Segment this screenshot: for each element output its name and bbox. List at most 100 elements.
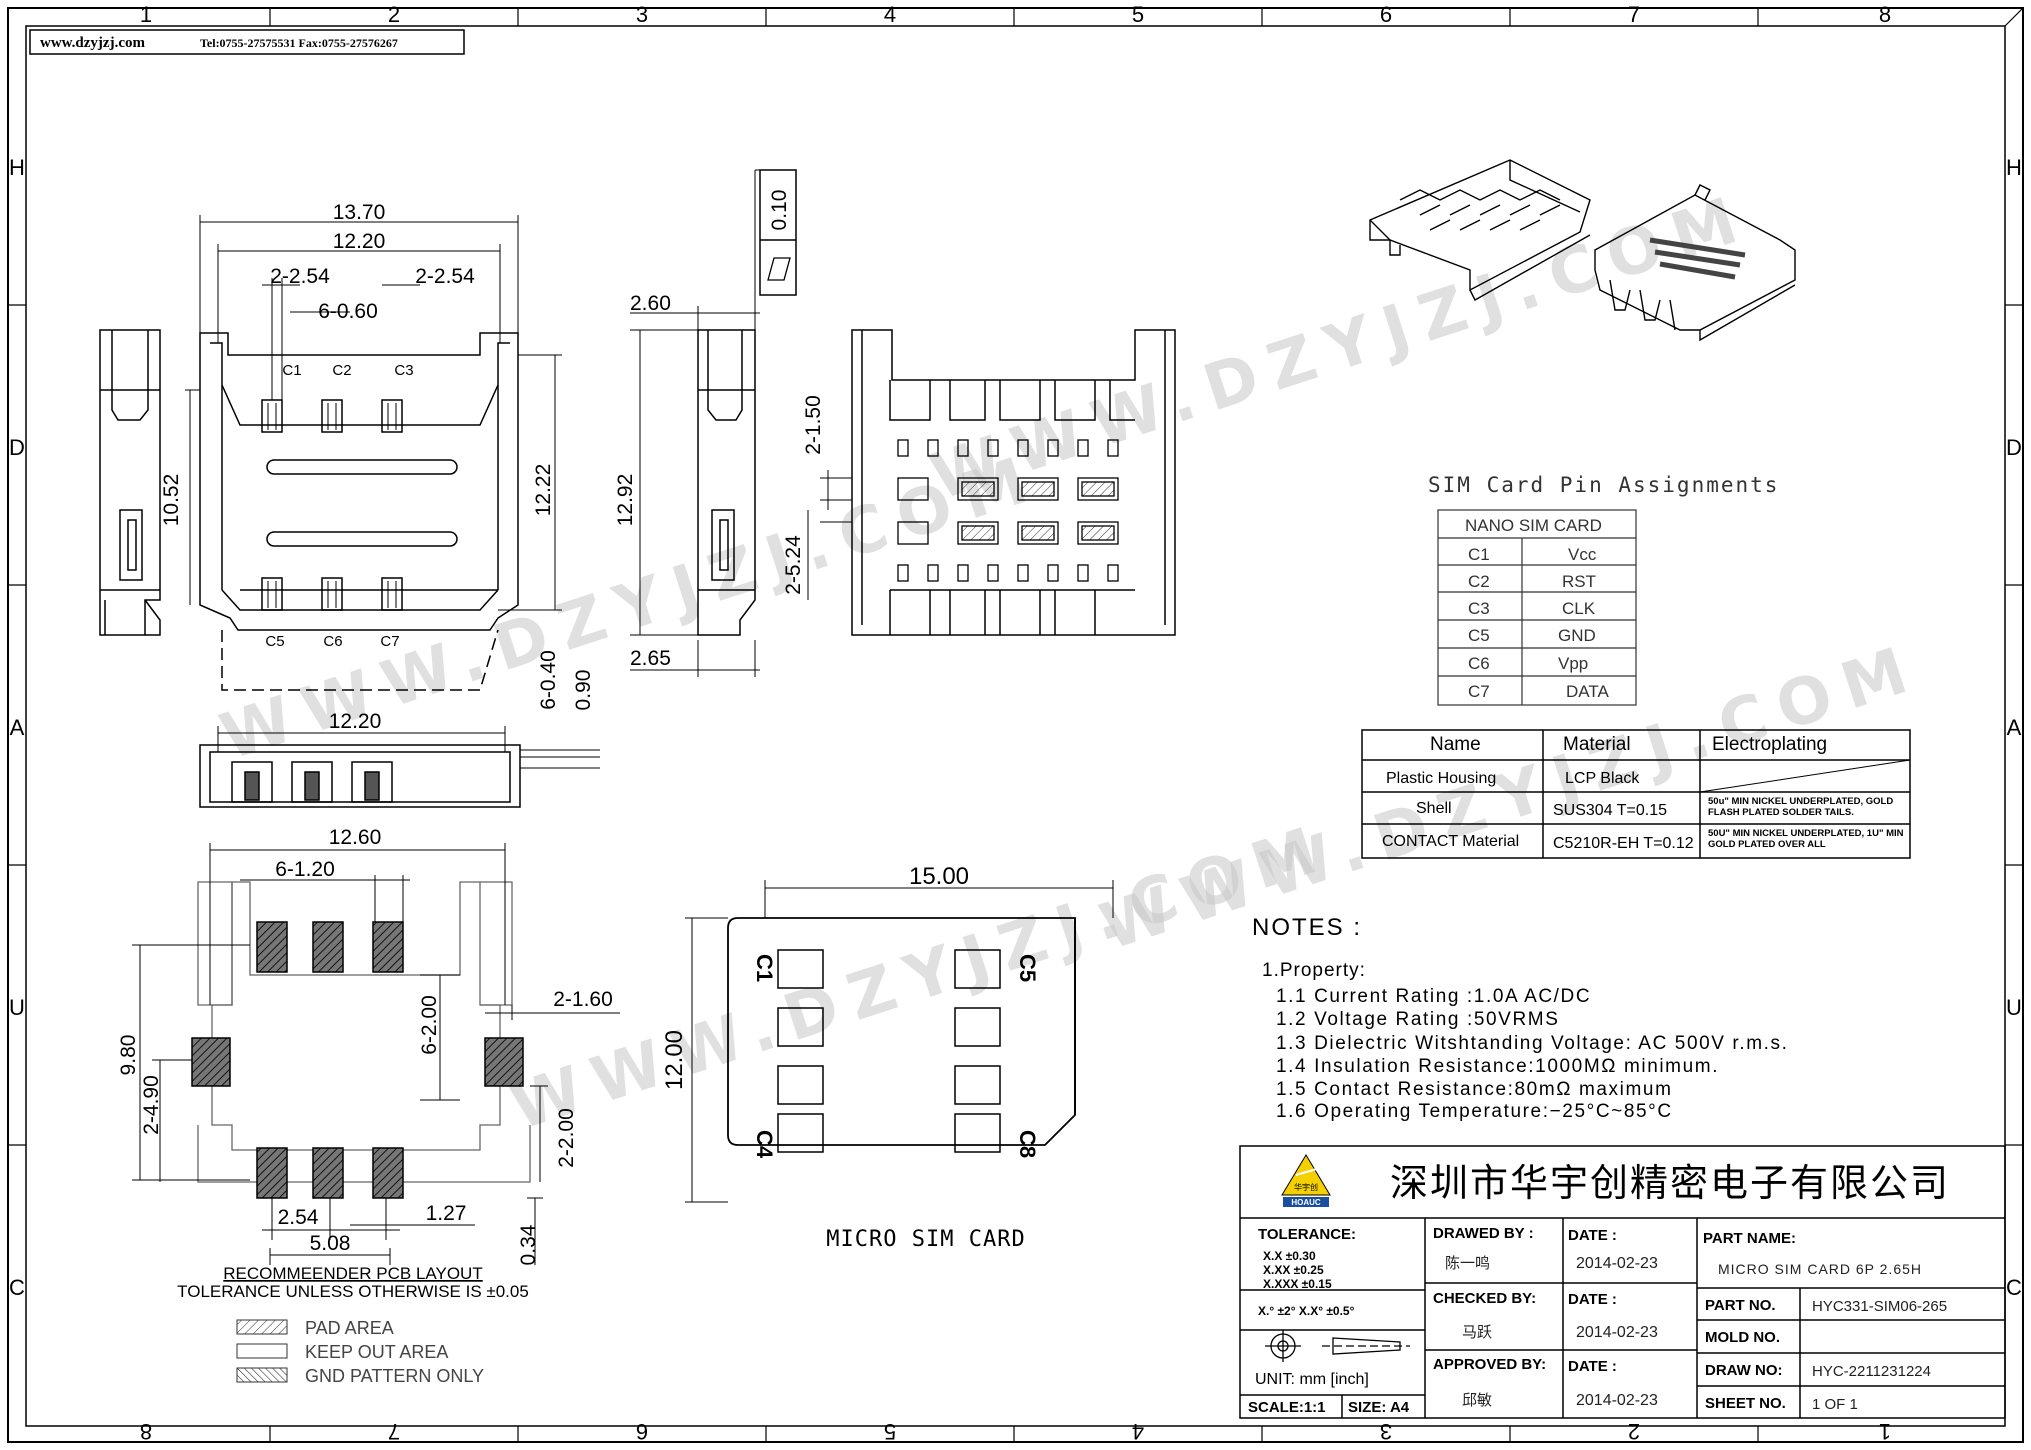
dim-6-2-00: 6-2.00	[418, 995, 441, 1055]
top-number-1: 1	[140, 2, 152, 27]
pcb-tolerance-note: TOLERANCE UNLESS OTHERWISE IS ±0.05	[177, 1282, 529, 1301]
pin-row-1-pin: C1	[1468, 545, 1490, 564]
front-view	[199, 726, 600, 808]
part-no-value: HYC331-SIM06-265	[1812, 1298, 1947, 1315]
watermark: WWW.DZYJZJ.COM WWW.DZYJZJ.COM WWW.DZYJZJ…	[212, 180, 1929, 1145]
title-block: 华宇创 HOAUC 深圳市华宇创精密电子有限公司 TOLERANCE: X.X …	[1239, 1145, 2006, 1419]
logo-text: HOAUC	[1291, 1198, 1321, 1207]
tolerance-label: TOLERANCE:	[1258, 1226, 1356, 1243]
isometric-views	[1369, 159, 1796, 342]
left-letter-d: D	[9, 435, 25, 460]
projection-symbol-icon	[1265, 1330, 1410, 1362]
pin-row-4-signal: GND	[1558, 626, 1596, 645]
notes-heading: 1.Property:	[1262, 960, 1366, 981]
dim-13-70: 13.70	[333, 201, 386, 224]
sim-contact-c8: C8	[1015, 1130, 1040, 1158]
front-view-dim-12-20: 12.20	[329, 710, 382, 733]
contact-text: Tel:0755-27575531 Fax:0755-27576267	[200, 36, 398, 50]
pin-assignments: SIM Card Pin Assignments NANO SIM CARD C…	[1428, 473, 1779, 706]
dim-2-1-50: 2-1.50	[802, 395, 825, 455]
material-header-material: Material	[1563, 734, 1631, 755]
material-table: Name Material Electroplating Plastic Hou…	[1361, 729, 1911, 859]
legend-keepout-swatch	[236, 1343, 288, 1359]
pin-row-4-pin: C5	[1468, 626, 1490, 645]
dim-5-08: 5.08	[310, 1232, 351, 1255]
pcb-legend: PAD AREA KEEP OUT AREA GND PATTERN ONLY	[236, 1318, 484, 1386]
iso-view-top	[1594, 184, 1796, 342]
flatness-value: 0.10	[768, 190, 791, 231]
header-contact: www.dzyjzj.com Tel:0755-27575531 Fax:075…	[29, 29, 465, 55]
dim-10-52: 10.52	[160, 474, 183, 527]
legend-pad-swatch	[236, 1319, 288, 1335]
tolerance-3: X.XXX ±0.15	[1263, 1277, 1332, 1291]
date-label-approved: DATE :	[1568, 1358, 1617, 1375]
sim-card-label: MICRO SIM CARD	[826, 1227, 1025, 1252]
dim-12-92: 12.92	[614, 474, 637, 527]
bottom-number-5: 5	[884, 1419, 896, 1444]
tolerance-2: X.XX ±0.25	[1263, 1263, 1324, 1277]
drawn-by-name: 陈一鸣	[1445, 1254, 1490, 1272]
left-letter-u: U	[9, 995, 25, 1020]
drawn-by-label: DRAWED BY :	[1433, 1225, 1534, 1242]
dim-6-0-40: 6-0.40	[537, 650, 560, 710]
right-letter-u: U	[2006, 995, 2022, 1020]
material-row-2-plating-box: 50u" MIN NICKEL UNDERPLATED, GOLD FLASH …	[1708, 796, 1894, 818]
pcb-pads	[191, 921, 524, 1199]
checked-by-name: 马跃	[1462, 1324, 1492, 1341]
pin-row-5-signal: Vpp	[1558, 654, 1588, 673]
pin-assignments-title: SIM Card Pin Assignments	[1428, 473, 1779, 497]
bottom-number-1: 1	[1879, 1419, 1891, 1444]
dim-6-1-20: 6-1.20	[275, 858, 335, 881]
material-row-2-material: SUS304 T=0.15	[1553, 802, 1667, 819]
sim-contact-c1: C1	[752, 954, 777, 982]
sheet-no-label: SHEET NO.	[1705, 1395, 1786, 1412]
material-row-2-plating: 50u" MIN NICKEL UNDERPLATED, GOLD FLASH …	[1708, 796, 1894, 818]
notes-title: NOTES :	[1252, 914, 1362, 941]
material-row-3-plating: 50U" MIN NICKEL UNDERPLATED, 1U" MIN GOL…	[1708, 828, 1904, 850]
bottom-number-2: 2	[1628, 1419, 1640, 1444]
pin-row-5-pin: C6	[1468, 654, 1490, 673]
top-view-dims: 13.70 12.20 2-2.54 2-2.54 6-0.60 10.52 1…	[160, 201, 595, 710]
contact-label-c1: C1	[282, 362, 301, 379]
scale-label: SCALE:1:1	[1248, 1399, 1326, 1416]
contact-label-c5: C5	[265, 633, 284, 650]
unit-label: UNIT: mm [inch]	[1255, 1371, 1369, 1388]
material-row-1-name: Plastic Housing	[1386, 770, 1496, 787]
contact-label-c6: C6	[323, 633, 342, 650]
pin-row-6-pin: C7	[1468, 682, 1490, 701]
bottom-number-3: 3	[1380, 1419, 1392, 1444]
sim-contact-c5: C5	[1015, 954, 1040, 982]
sim-dim-12-00: 12.00	[661, 1030, 688, 1090]
tolerance-angles: X.° ±2° X.X° ±0.5°	[1258, 1304, 1355, 1318]
date-label-drawn: DATE :	[1568, 1227, 1617, 1244]
dim-2-2-00: 2-2.00	[555, 1108, 578, 1168]
dim-12-22: 12.22	[532, 464, 555, 517]
part-name-label: PART NAME:	[1703, 1230, 1796, 1247]
company-name: 深圳市华宇创精密电子有限公司	[1390, 1163, 1950, 1205]
right-letter-c: C	[2006, 1275, 2022, 1300]
bottom-view-dims: 2-1.50 2-5.24	[782, 395, 825, 595]
frame-labels: 1 2 3 4 5 6 7 8 8 7 6 5 4 3 2 1 H D A U …	[9, 2, 2022, 1444]
pin-row-1-signal: Vcc	[1568, 545, 1597, 564]
part-no-label: PART NO.	[1705, 1297, 1776, 1314]
sheet-no-value: 1 OF 1	[1812, 1396, 1858, 1413]
dim-2-5-24: 2-5.24	[782, 535, 805, 595]
drawing-frame	[7, 7, 2024, 1443]
tolerance-1: X.X ±0.30	[1263, 1249, 1316, 1263]
legend-pad-label: PAD AREA	[305, 1318, 394, 1338]
legend-gnd-swatch	[236, 1367, 288, 1383]
pcb-layout-dims: 12.60 6-1.20 2-1.60 9.80 2-4.90 6-2.00 2…	[117, 826, 613, 1265]
top-number-7: 7	[1628, 2, 1640, 27]
right-letter-d: D	[2006, 435, 2022, 460]
legend-gnd-label: GND PATTERN ONLY	[305, 1366, 484, 1386]
dim-1-27: 1.27	[426, 1202, 467, 1225]
dim-2-1-60: 2-1.60	[553, 988, 613, 1011]
dim-6-0-60: 6-0.60	[318, 300, 378, 323]
material-row-3-material: C5210R-EH T=0.12	[1553, 835, 1694, 852]
bottom-view	[807, 329, 1176, 636]
dim-2-65: 2.65	[630, 647, 671, 670]
pcb-caption: RECOMMEENDER PCB LAYOUT TOLERANCE UNLESS…	[177, 1264, 529, 1301]
dim-2-4-90: 2-4.90	[140, 1075, 163, 1135]
pcb-layout-title: RECOMMEENDER PCB LAYOUT	[223, 1264, 482, 1283]
dim-2-54: 2.54	[278, 1206, 319, 1229]
